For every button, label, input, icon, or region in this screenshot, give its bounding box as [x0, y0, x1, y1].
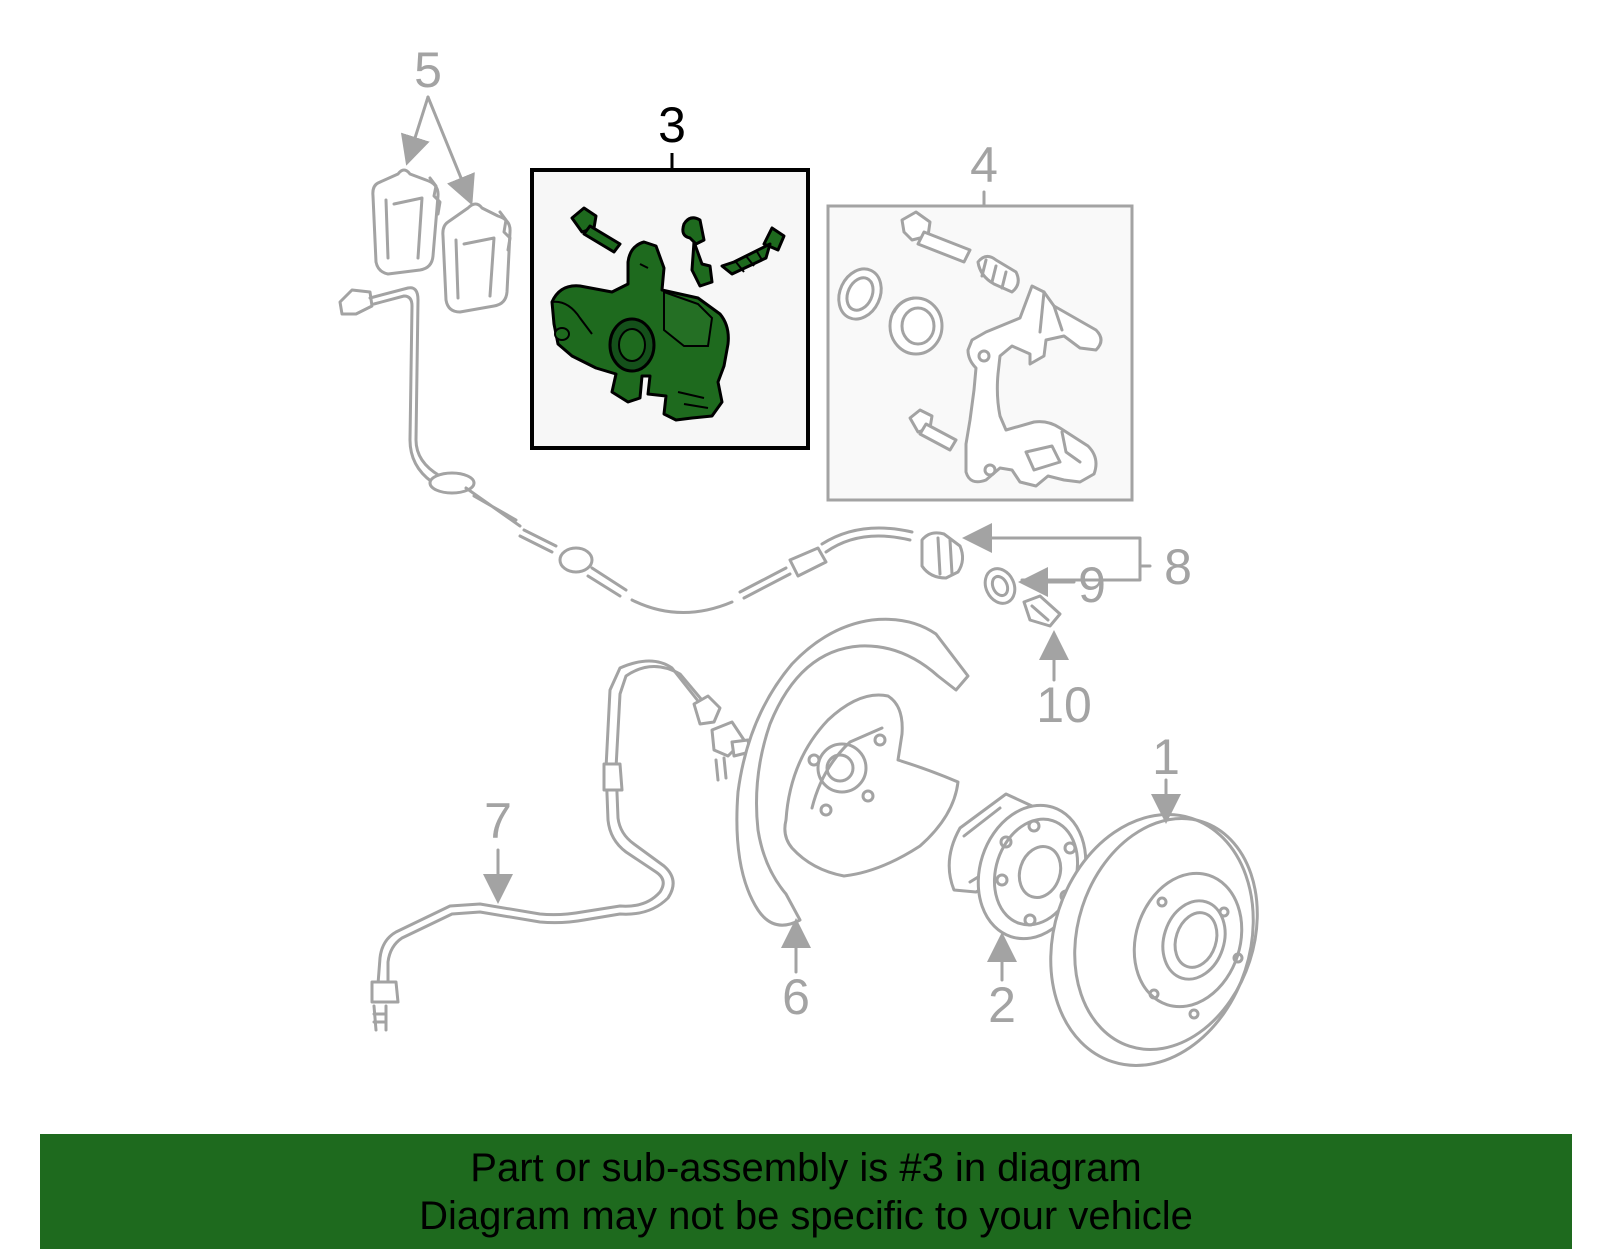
brake-hose[interactable] — [370, 659, 752, 1032]
carrier-kit[interactable] — [826, 204, 1134, 502]
callout-10: 10 — [1036, 630, 1092, 733]
callout-5: 5 — [400, 42, 475, 206]
callout-1: 1 — [1151, 729, 1181, 824]
dust-seal[interactable] — [831, 262, 889, 326]
banner-line-1: Part or sub-assembly is #3 in diagram — [470, 1145, 1142, 1190]
caliper-bolt-right[interactable] — [720, 226, 786, 276]
bleeder-screw[interactable] — [681, 216, 714, 288]
callout-8: 8 — [962, 523, 1192, 595]
callout-2: 2 — [987, 932, 1017, 1033]
callout-9: 9 — [1018, 557, 1106, 613]
guide-pin-boot[interactable] — [976, 255, 1020, 294]
caliper-bolt-left[interactable] — [570, 206, 622, 254]
callout-4: 4 — [970, 137, 998, 208]
clip[interactable] — [1022, 594, 1062, 628]
wear-sensor-cable — [338, 286, 914, 614]
callout-3-label: 3 — [658, 97, 686, 153]
info-banner: Part or sub-assembly is #3 in diagram Di… — [40, 1134, 1572, 1249]
callout-7-label: 7 — [484, 793, 512, 849]
callout-5-label: 5 — [414, 42, 442, 98]
caliper-carrier[interactable] — [964, 284, 1103, 488]
caliper-assembly[interactable] — [530, 168, 810, 450]
banner-line-2: Diagram may not be specific to your vehi… — [419, 1193, 1193, 1238]
callout-6-label: 6 — [782, 969, 810, 1025]
callout-10-label: 10 — [1036, 677, 1092, 733]
brake-pads[interactable] — [371, 168, 512, 314]
parts-diagram: 5 8 9 10 — [338, 42, 1286, 1092]
sensor-plug[interactable] — [920, 531, 965, 580]
carrier-bolt[interactable] — [908, 408, 958, 452]
piston-seal[interactable] — [888, 296, 944, 356]
callout-9-label: 9 — [1078, 557, 1106, 613]
guide-pin-bolt[interactable] — [900, 210, 972, 264]
brake-rotor[interactable] — [1019, 788, 1286, 1092]
callout-6: 6 — [781, 918, 811, 1025]
callout-8-label: 8 — [1164, 539, 1192, 595]
splash-shield[interactable] — [735, 617, 970, 927]
callout-7: 7 — [483, 793, 513, 904]
callout-1-label: 1 — [1152, 729, 1180, 785]
callout-3: 3 — [658, 97, 686, 170]
grommet[interactable] — [980, 564, 1021, 608]
callout-4-label: 4 — [970, 137, 998, 193]
callout-2-label: 2 — [988, 977, 1016, 1033]
